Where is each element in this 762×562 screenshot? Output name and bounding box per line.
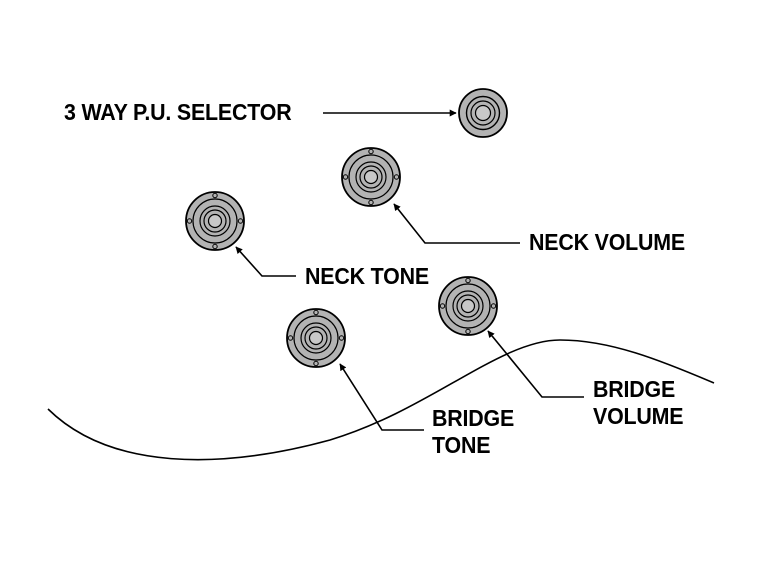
bridge-volume-arrow — [487, 330, 584, 398]
bridge-volume-knob-icon — [438, 276, 498, 336]
neck-tone-knob-icon — [185, 191, 245, 251]
selector-label: 3 WAY P.U. SELECTOR — [64, 99, 292, 125]
bridge-tone-knob-icon — [286, 308, 346, 368]
neck-volume-arrow — [393, 203, 520, 244]
bridge-tone-label: BRIDGE TONE — [432, 405, 515, 458]
bridge-volume-label: BRIDGE VOLUME — [593, 376, 684, 429]
neck-tone-arrow — [235, 246, 296, 277]
neck-volume-knob-icon — [341, 147, 401, 207]
neck-volume-label: NECK VOLUME — [529, 229, 686, 255]
neck-tone-label: NECK TONE — [305, 263, 429, 289]
pickup-selector-switch-icon — [458, 88, 508, 138]
bridge-tone-arrow — [339, 363, 424, 431]
guitar-body-outline — [47, 339, 715, 461]
